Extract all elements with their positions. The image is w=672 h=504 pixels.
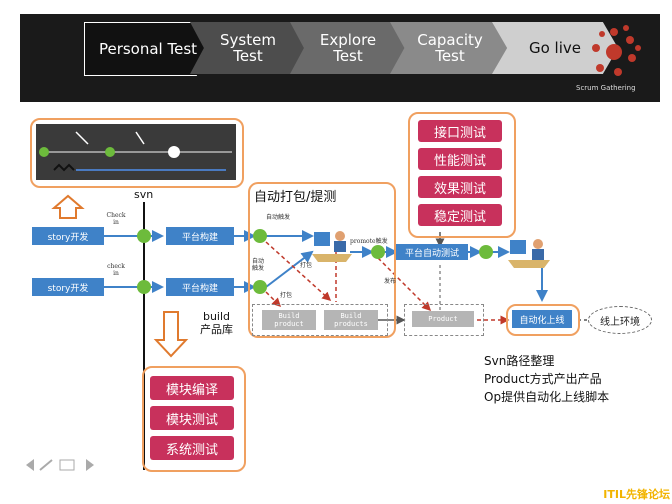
next-arrow-icon[interactable] [86,459,94,471]
stage-system-test: System Test [190,22,306,74]
test-item-interface: 接口测试 [418,120,502,142]
note-svn-path: Svn路径整理 [484,354,555,368]
menu-icon[interactable] [59,459,75,471]
slide-nav-controls[interactable] [26,458,102,472]
online-env-ellipse: 线上环境 [588,306,652,334]
auto-trigger-label-bottom: 自动 触发 [252,258,265,272]
scrum-gathering-logo [592,25,641,76]
product-frame [404,304,484,336]
build-products-frame [252,304,388,336]
auto-trigger-label-top: 自动触发 [266,214,291,221]
test-item-system-test: 系统测试 [150,436,234,460]
git-history-frame [30,118,244,188]
test-item-performance: 性能测试 [418,148,502,170]
note-product-output: Product方式产出产品 [484,372,602,386]
stage-go-live: Go live [492,22,618,74]
platform-build-box-1: 平台构建 [166,227,234,245]
build-product-box: Build product [262,310,316,330]
story-dev-box-1: story开发 [32,227,104,245]
note-op-script: Op提供自动化上线脚本 [484,390,610,404]
auto-release-frame [506,304,580,336]
svn-label: svn [134,188,154,201]
pack-label-2: 打包 [280,292,293,299]
logo-text: Scrum Gathering [576,84,636,92]
operator-person-icon [508,239,550,268]
developer-person-icon [312,231,352,262]
stage-explore-test: Explore Test [290,22,406,74]
pen-icon[interactable] [39,459,53,471]
promote-label: promote触发 [350,238,388,245]
stage-personal-test: Personal Test [84,22,212,76]
build-repo-label: build 产品库 [200,310,233,336]
product-box: Product [412,311,474,327]
platform-build-box-2: 平台构建 [166,278,234,296]
prev-arrow-icon[interactable] [26,459,34,471]
auto-pack-frame [248,182,396,338]
check-in-label-1: Check in [106,212,126,226]
release-label: 发布 [384,278,397,285]
site-watermark: ITIL先锋论坛 [603,488,670,501]
test-item-stability: 稳定测试 [418,204,502,226]
pack-label-1: 打包 [300,262,313,269]
auto-pack-title: 自动打包/提测 [254,190,337,205]
test-item-module-test: 模块测试 [150,406,234,430]
build-products-box: Build products [324,310,378,330]
story-dev-box-2: story开发 [32,278,104,296]
tests-left-frame [142,366,246,472]
tests-right-frame [408,112,516,238]
test-item-module-compile: 模块编译 [150,376,234,400]
stage-capacity-test: Capacity Test [390,22,510,74]
git-history-image [36,124,236,180]
check-in-label-2: check in [107,263,125,277]
platform-auto-test-box: 平台自动测试 [396,244,468,260]
test-item-effect: 效果测试 [418,176,502,198]
auto-release-box: 自动化上线 [512,310,572,328]
